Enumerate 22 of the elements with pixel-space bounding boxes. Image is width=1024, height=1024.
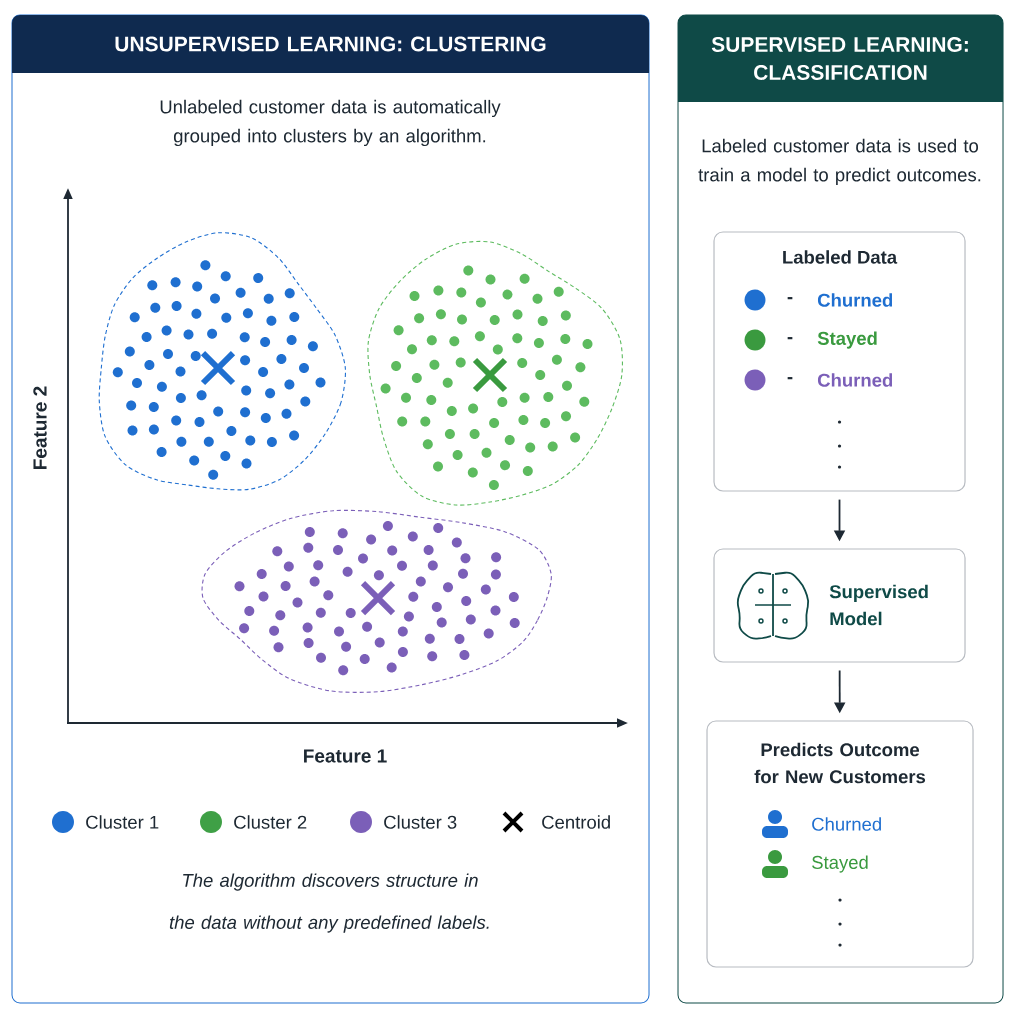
legend-label: Cluster 2 [234, 815, 307, 829]
intro-text: Unlabeled customer data is automatically grouped into clusters by an algorithm. [160, 99, 501, 147]
box-title: Predicts Outcome for New Customers [754, 742, 926, 784]
class-label: Stayed [812, 855, 868, 873]
class-label: Churned [817, 373, 893, 387]
class-label: Churned [812, 817, 881, 831]
axis-label: Feature 2 [33, 386, 47, 469]
class-label: Stayed [817, 331, 877, 349]
dash: - [787, 297, 793, 300]
dash: - [787, 377, 793, 380]
class-label: Churned [817, 293, 893, 307]
footnote-text: The algorithm discovers structure in the data without any predefined labels. [169, 873, 489, 933]
legend-label: Centroid [542, 815, 610, 829]
box-title: Supervised Model [829, 584, 928, 626]
header-band: SUPERVISED LEARNING: CLASSIFICATION [678, 15, 1003, 102]
axis-label: Feature 1 [304, 749, 387, 763]
header-band: UNSUPERVISED LEARNING: CLUSTERING [12, 15, 649, 73]
box-title: Labeled Data [783, 250, 898, 264]
legend-label: Cluster 3 [384, 815, 457, 829]
intro-text: Labeled customer data is used to train a model to predict outcomes. [698, 138, 981, 186]
legend-label: Cluster 1 [86, 815, 159, 829]
dash: - [787, 337, 793, 340]
